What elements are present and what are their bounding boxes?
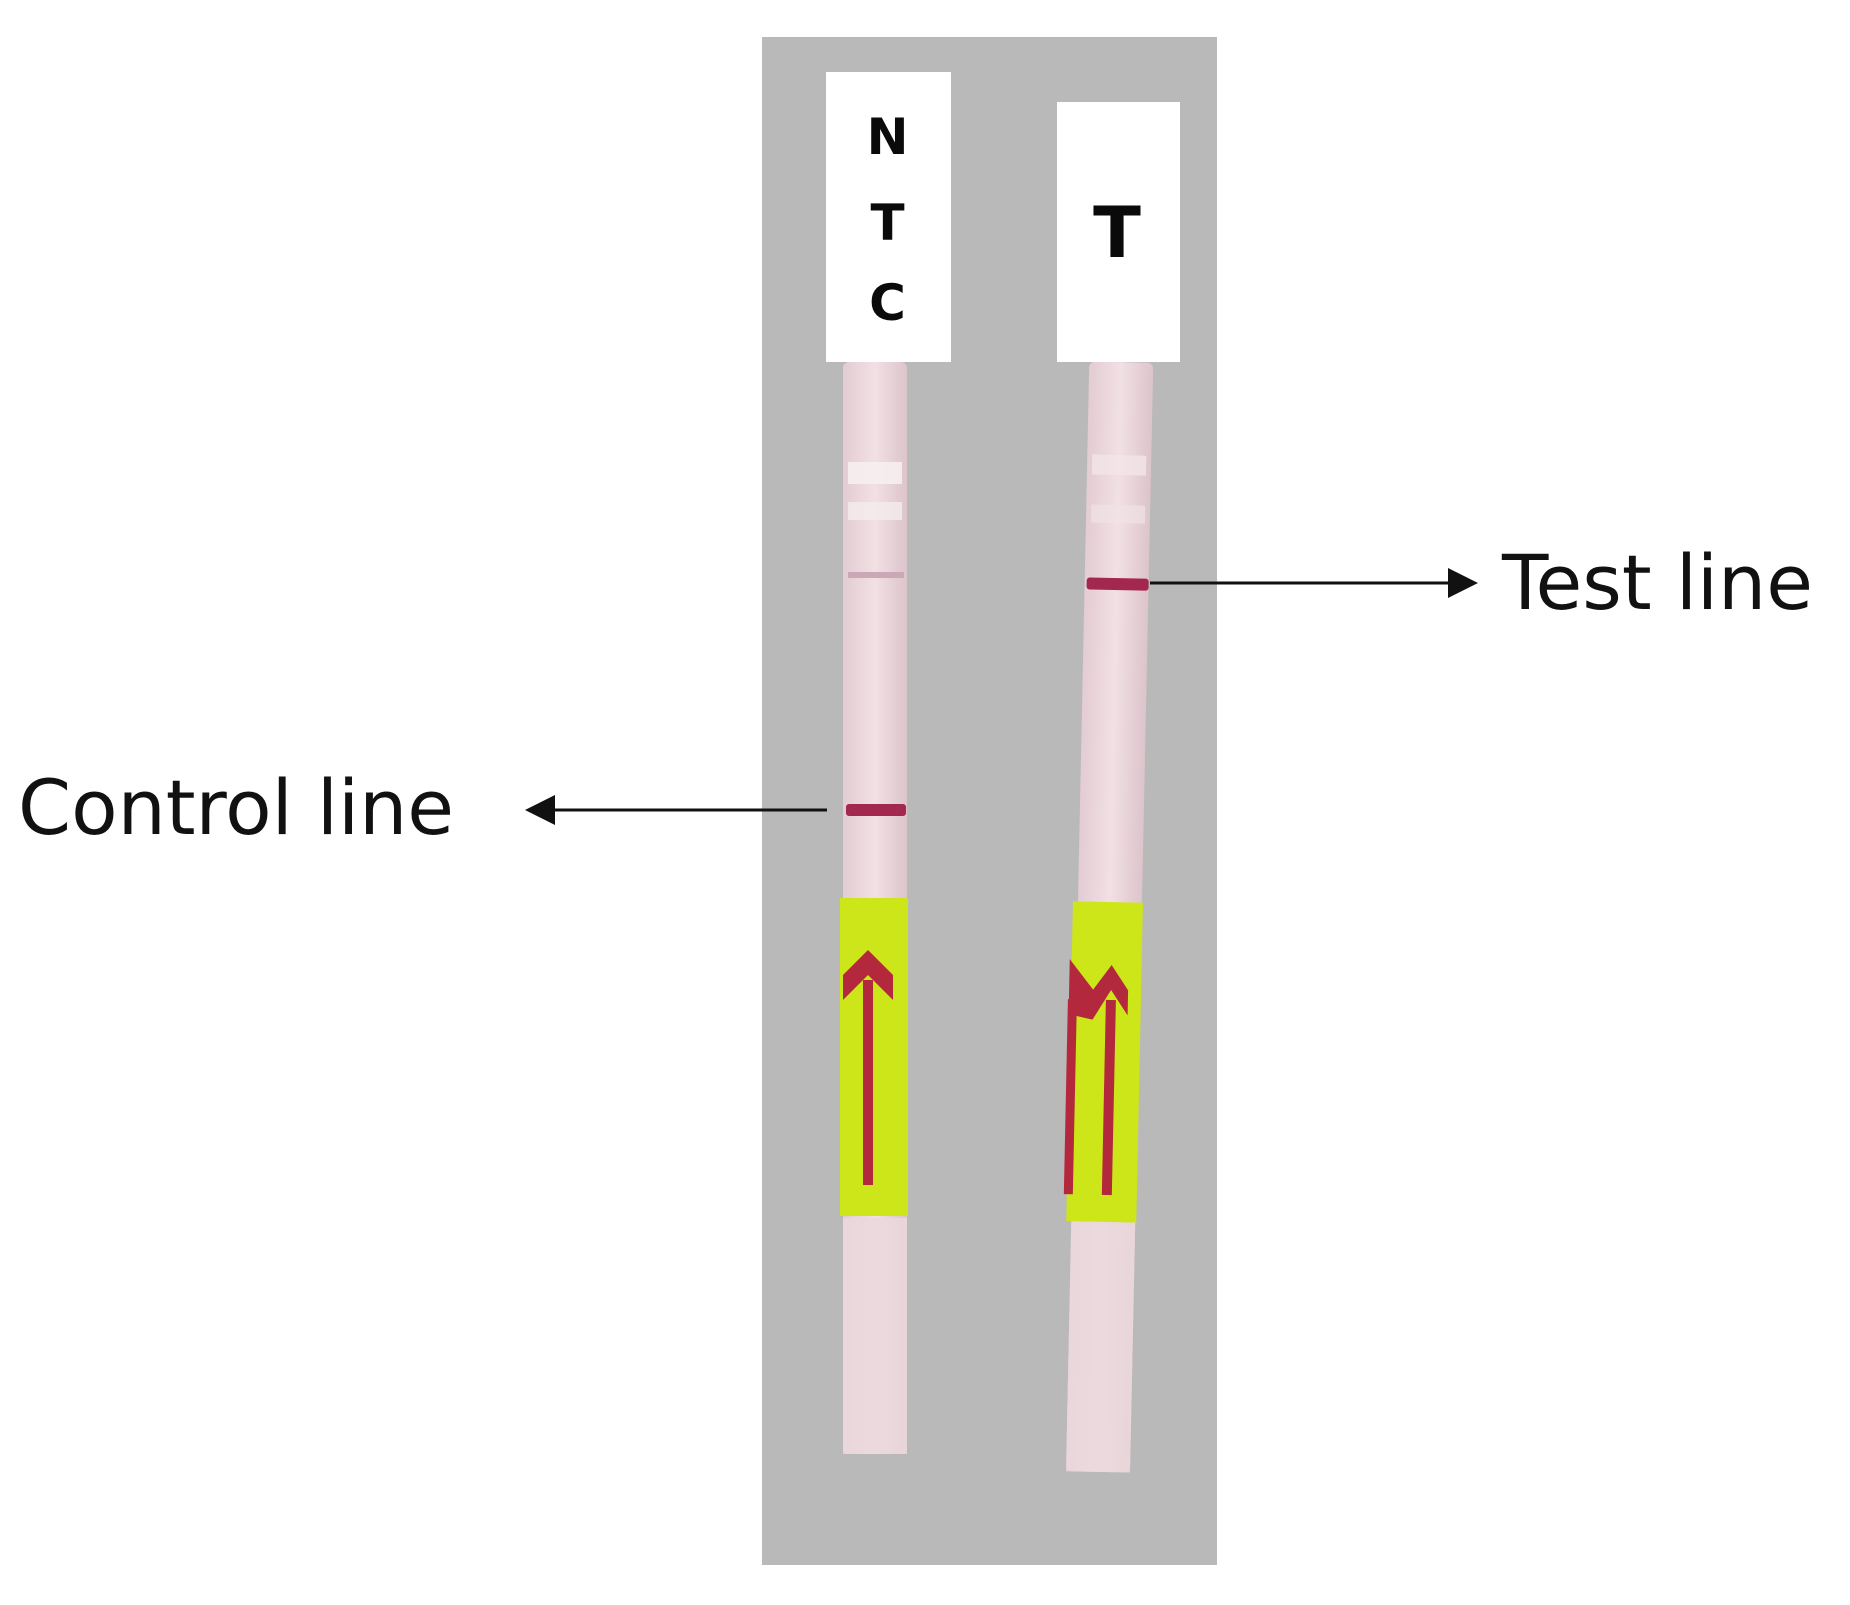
ntc-pad-arrow-icon xyxy=(843,950,893,1185)
ntc-strip xyxy=(840,362,908,1454)
test-pad-arrow-icon xyxy=(1063,959,1129,1196)
t-label-letter: T xyxy=(1093,192,1141,274)
test-strip xyxy=(1063,361,1154,1473)
test-strip-lower xyxy=(1066,1221,1136,1473)
ntc-faint-band xyxy=(848,572,904,578)
test-strip-highlight xyxy=(1091,454,1147,476)
test-line-label: Test line xyxy=(1502,538,1813,627)
ntc-label-tag xyxy=(826,72,951,362)
test-strip-highlight xyxy=(1090,504,1146,524)
ntc-strip-highlight xyxy=(848,502,902,520)
t-label-tag xyxy=(1057,102,1180,362)
ntc-strip-lower xyxy=(843,1218,907,1454)
control-line-label: Control line xyxy=(18,763,455,852)
test-band xyxy=(1086,577,1149,591)
ntc-label-letter: T xyxy=(870,194,905,252)
ntc-strip-highlight xyxy=(848,462,902,484)
ntc-control-band xyxy=(846,804,906,816)
ntc-label-letter: C xyxy=(869,274,906,332)
ntc-label-letter: N xyxy=(866,108,909,166)
ntc-sample-pad xyxy=(840,898,908,1216)
